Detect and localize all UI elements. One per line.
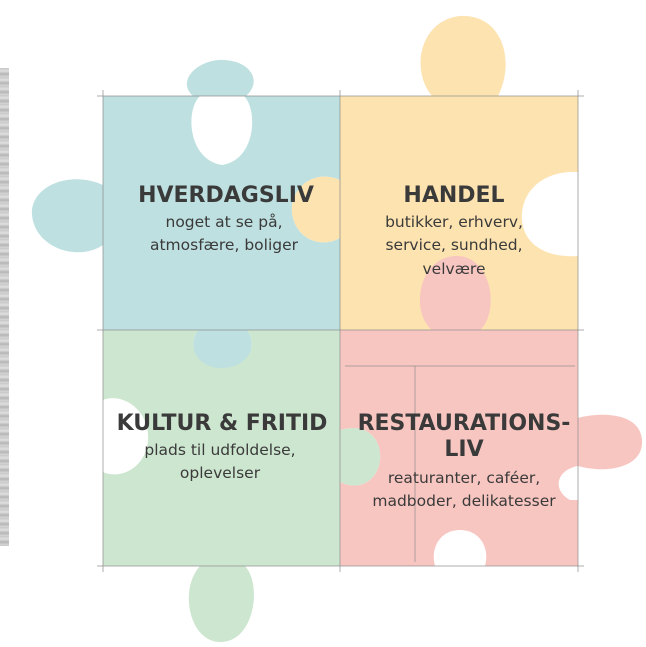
knob-restaurationsliv-top [419,255,491,330]
hverdagsliv-title: HVERDAGSLIV [138,183,314,208]
restaurationsliv-title-2: LIV [444,437,483,462]
handel-title: HANDEL [403,183,504,208]
kultur-title: KULTUR & FRITID [117,411,328,436]
restaurationsliv-title-1: RESTAURATIONS- [358,411,571,436]
piece-restaurationsliv [340,330,643,566]
kultur-subtitle-2: oplevelser [180,464,261,482]
sketch-lines [97,90,584,572]
restaurationsliv-subtitle-1: reaturanter, caféer, [388,469,540,487]
handel-subtitle-1: butikker, erhverv, [385,213,523,231]
piece-hverdagsliv [31,59,341,368]
hverdagsliv-subtitle-1: noget at se på, [166,213,283,231]
puzzle-holes [103,96,578,566]
piece-kultur [103,330,381,643]
piece-handel [291,15,578,331]
hverdagsliv-subtitle-2: atmosfære, boliger [150,236,299,254]
handel-subtitle-3: velvære [423,260,486,278]
handel-subtitle-2: service, sundhed, [385,236,522,254]
restaurationsliv-subtitle-2: madboder, delikatesser [372,492,556,510]
background-photo-edge [0,68,9,546]
kultur-subtitle-1: plads til udfoldelse, [144,441,295,459]
